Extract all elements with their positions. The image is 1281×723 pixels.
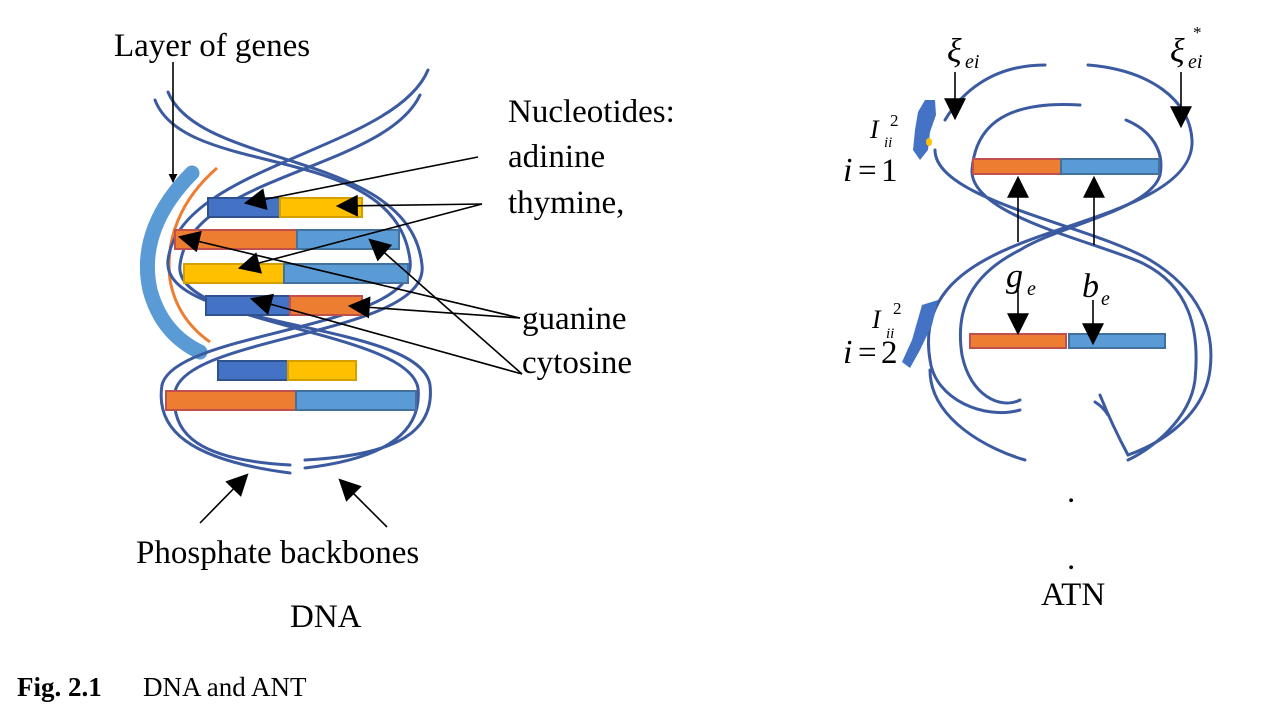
label-i-ii-2-sub: ii	[886, 326, 894, 342]
atn-base-light-blue-2	[1068, 333, 1166, 349]
arrow-cytosine-1	[368, 238, 523, 375]
base-light-blue	[295, 390, 417, 411]
label-i-2-num: 2	[881, 335, 898, 371]
label-layer-of-genes: Layer of genes	[114, 28, 310, 64]
arrow-guanine-1	[177, 230, 521, 319]
dna-strand-1	[153, 98, 412, 475]
atn-diagram: ξ ei ξ * ei I 2 ii i = 1 I 2 ii i = 2 g …	[843, 23, 1213, 613]
base-dark-blue	[217, 360, 289, 381]
atn-strand-3	[970, 102, 1198, 462]
arrow-cytosine-2	[249, 293, 523, 375]
arrow-backbone-right	[338, 478, 388, 528]
atn-base-orange-1	[972, 158, 1062, 175]
atn-strand-7	[1098, 393, 1130, 457]
label-xi-sub: ei	[965, 51, 979, 73]
base-yellow	[287, 360, 357, 381]
gene-layer-band	[139, 165, 208, 360]
arrow-adinine	[243, 156, 479, 210]
label-phosphate-backbones: Phosphate backbones	[136, 535, 419, 571]
marker-level-2	[902, 300, 938, 368]
base-dark-blue	[207, 197, 281, 218]
atn-strand-6	[928, 368, 1027, 462]
arrow-guanine-2	[347, 296, 521, 319]
caption-text: DNA and ANT	[143, 672, 307, 702]
dna-arrows	[168, 62, 523, 528]
label-i-1-eq: =	[858, 153, 877, 189]
dna-diagram: Layer of genes Nucleotides: adinine thym…	[114, 28, 675, 635]
caption-number: Fig. 2.1	[17, 672, 102, 702]
label-b-sub: e	[1101, 288, 1110, 310]
label-adinine: adinine	[508, 139, 605, 175]
atn-strand-2	[927, 63, 1194, 415]
label-guanine: guanine	[522, 301, 626, 337]
atn-base-orange-2	[969, 333, 1067, 349]
marker-level-1-dot	[926, 138, 932, 146]
dna-base-pairs	[165, 197, 417, 411]
label-i-1-var: i	[843, 152, 852, 189]
label-atn-title: ATN	[1041, 577, 1105, 613]
figure-caption: Fig. 2.1 DNA and ANT	[17, 672, 307, 702]
label-i-2-eq: =	[858, 335, 877, 371]
continuation-dot-2: .	[1067, 541, 1075, 577]
label-dna-title: DNA	[290, 599, 362, 635]
label-i-ii-2-sup: 2	[893, 299, 902, 318]
label-thymine: thymine,	[508, 185, 624, 221]
label-nucleotides: Nucleotides:	[508, 94, 675, 130]
label-g: g	[1006, 258, 1023, 295]
label-xi-star-sub: ei	[1188, 51, 1202, 73]
label-i-2-var: i	[843, 334, 852, 371]
label-i-ii-1-sup: 2	[890, 111, 899, 130]
label-cytosine: cytosine	[522, 345, 632, 381]
marker-level-1	[913, 100, 936, 160]
atn-strands	[927, 63, 1213, 462]
label-i-1-num: 1	[881, 153, 898, 189]
label-b: b	[1082, 268, 1099, 305]
atn-arrows	[944, 72, 1192, 346]
label-i-ii-2: I	[871, 305, 882, 334]
atn-base-light-blue-1	[1060, 158, 1160, 175]
label-i-ii-1-sub: ii	[884, 135, 892, 151]
atn-strand-5	[933, 148, 1213, 457]
label-i-ii-1: I	[869, 115, 880, 144]
arrow-thymine-1	[335, 194, 483, 217]
arrow-backbone-left	[199, 473, 249, 524]
label-xi-star-sup: *	[1193, 23, 1202, 42]
base-orange	[165, 390, 297, 411]
arrow-thymine-2	[237, 203, 483, 274]
label-g-sub: e	[1027, 278, 1036, 300]
atn-strand-1	[943, 63, 1047, 122]
continuation-dot-1: .	[1067, 474, 1075, 510]
base-yellow	[279, 197, 363, 218]
atn-strand-8	[1093, 400, 1110, 417]
label-xi: ξ	[947, 33, 962, 70]
label-xi-star: ξ	[1170, 33, 1185, 70]
base-yellow	[183, 263, 285, 284]
atn-strand-4	[958, 118, 1163, 405]
